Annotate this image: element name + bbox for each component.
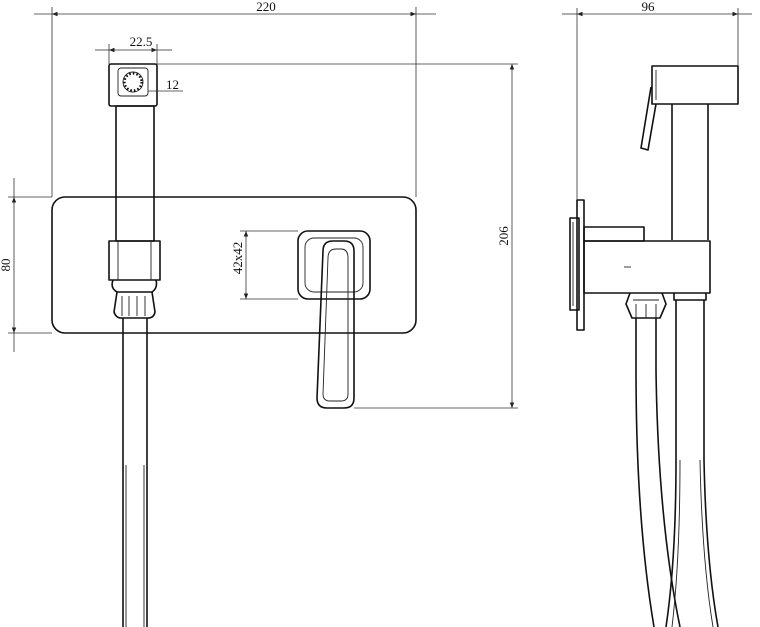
side-connector — [625, 292, 707, 319]
dim-total-height: 206 — [496, 226, 511, 246]
dim-sprayer-width: 22.5 — [130, 34, 153, 49]
dim-overall-width: 220 — [256, 0, 276, 14]
side-dimensions: 96 — [562, 0, 752, 200]
side-hoses — [635, 300, 719, 627]
side-sprayer-head — [640, 65, 739, 240]
dim-side-depth: 96 — [642, 0, 656, 14]
dim-sprayer-hole: 12 — [166, 77, 179, 92]
dim-plate-height: 80 — [0, 259, 13, 272]
side-view — [569, 65, 739, 627]
sprayer-head — [108, 63, 158, 107]
wall-plate — [51, 196, 417, 334]
front-dimensions: 220 22.5 12 80 42x42 206 — [0, 0, 518, 409]
sprayer-holder — [108, 240, 161, 319]
front-view — [51, 63, 417, 627]
dim-handle-size: 42x42 — [230, 242, 245, 275]
side-mount-plate — [569, 199, 711, 331]
mixer-handle — [297, 230, 371, 409]
sprayer-body — [115, 105, 155, 242]
front-hose — [122, 318, 148, 627]
